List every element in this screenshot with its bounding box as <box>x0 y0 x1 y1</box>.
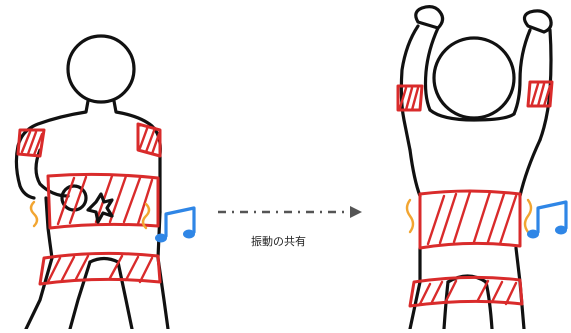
rf-waist-band <box>418 189 522 250</box>
right-shoulder-band <box>136 122 162 158</box>
rf-left-vibration-mark <box>405 198 415 234</box>
right-figure-right-fist <box>522 9 553 34</box>
left-shoulder-band <box>16 128 46 158</box>
arrow-right-icon <box>218 206 362 218</box>
left-vibration-mark <box>29 200 39 228</box>
left-figure-head <box>66 34 136 104</box>
rf-left-arm-band <box>396 84 424 112</box>
right-figure-head <box>432 36 516 120</box>
left-thigh-band <box>38 251 162 286</box>
right-vibration-mark <box>141 202 151 230</box>
rf-thigh-band <box>408 275 524 308</box>
rf-right-arm-band <box>526 80 554 108</box>
left-figure <box>14 34 170 331</box>
music-note-icon <box>155 206 196 243</box>
right-figure <box>396 5 554 331</box>
arrow-caption: 振動の共有 <box>251 235 306 248</box>
right-figure-left-fist <box>414 5 445 30</box>
impact-star-icon <box>86 192 114 224</box>
left-waist-band <box>46 172 160 230</box>
rf-right-vibration-mark <box>523 198 533 234</box>
music-note-icon <box>527 200 568 239</box>
